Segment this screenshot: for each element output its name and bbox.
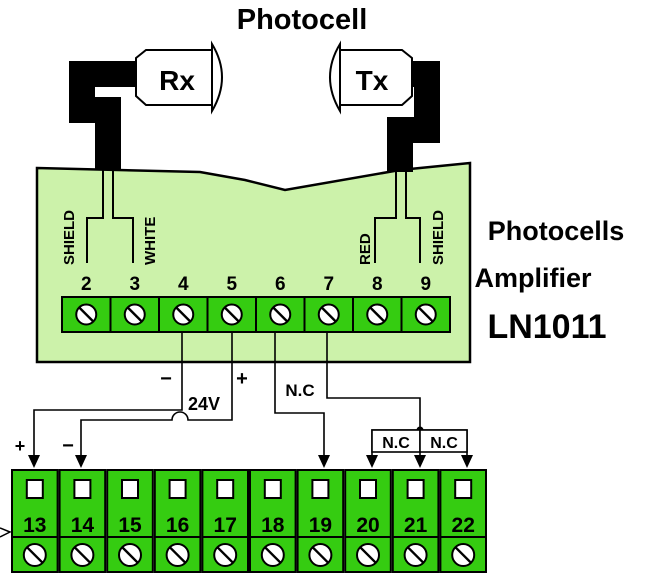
edge-mark	[0, 527, 12, 538]
screw-slot	[175, 306, 192, 323]
nc-left-label: N.C	[382, 435, 410, 452]
screw-slot	[311, 546, 329, 564]
panel-terminal-socket	[121, 479, 139, 499]
amp-terminal-number: 3	[129, 274, 140, 295]
control-panel-terminal-strip: 13 14 15 16 17 18 19 20 21 22	[11, 469, 487, 573]
panel-terminal-socket	[406, 479, 425, 499]
panel-terminal-number: 15	[118, 514, 142, 537]
amp-terminal-number: 8	[372, 274, 383, 295]
amplifier-model: LN1011	[487, 308, 606, 346]
power-minus-top: −	[160, 368, 172, 390]
panel-terminal-socket	[454, 479, 473, 499]
receiver-label: Rx	[159, 65, 195, 96]
screw-slot	[272, 306, 289, 323]
amp-terminal-number: 6	[275, 274, 286, 295]
amp-terminal-block	[158, 296, 209, 333]
wire-arrows	[28, 455, 473, 468]
nc-main-label: N.C	[285, 381, 314, 400]
power-plus-top: +	[236, 368, 248, 390]
screw-slot	[216, 546, 234, 564]
rx-shield-label: SHIELD	[61, 210, 78, 265]
panel-terminal-socket	[168, 479, 187, 499]
panel-terminal-socket	[263, 479, 282, 499]
receiver-eye: Rx	[135, 40, 223, 115]
rx-white-label: WHITE	[142, 217, 159, 265]
power-voltage: 24V	[188, 394, 220, 414]
panel-terminal-socket	[216, 479, 235, 499]
panel-terminal-number: 21	[404, 514, 428, 537]
screw-slot	[121, 546, 139, 564]
screw-slot	[73, 546, 91, 564]
panel-terminal-number: 22	[452, 514, 475, 537]
cable-conductors	[86, 170, 421, 263]
panel-terminal-number: 18	[261, 514, 285, 537]
rx-cable	[69, 61, 150, 170]
power-plus-bottom: +	[15, 436, 26, 456]
panel-terminal-number: 14	[71, 514, 95, 537]
amp-terminal-number: 2	[81, 274, 92, 295]
amp-terminal-number: 9	[420, 274, 431, 295]
screw-slot	[264, 546, 282, 564]
panel-terminal-socket	[311, 479, 330, 499]
screw-slot	[454, 546, 472, 564]
panel-terminal-socket	[359, 479, 377, 499]
screw-slot	[78, 306, 95, 323]
panel-terminal-number: 19	[309, 514, 332, 537]
amplifier-line1: Photocells	[488, 216, 625, 246]
screw-slot	[320, 306, 337, 323]
screw-slot	[407, 546, 425, 564]
power-minus-bottom: −	[62, 435, 74, 457]
screw-slot	[369, 306, 386, 323]
panel-terminal-number: 13	[23, 514, 46, 537]
transmitter-eye: Tx	[329, 40, 413, 115]
panel-terminal-number: 16	[166, 514, 189, 537]
amplifier-terminal-strip: 2 3 4 5 6 7 8 9	[61, 274, 451, 333]
panel-terminal-socket	[25, 479, 44, 499]
panel-terminal-socket	[73, 479, 92, 499]
nc-right-box	[419, 429, 468, 453]
panel-terminal-number: 20	[356, 514, 379, 537]
amp-terminal-number: 5	[226, 274, 237, 295]
transmitter-label: Tx	[356, 65, 389, 96]
screw-slot	[359, 546, 377, 564]
amplifier-line2: Amplifier	[474, 263, 592, 293]
screw-slot	[223, 306, 240, 323]
screw-slot	[126, 306, 143, 323]
amp-terminal-block	[352, 296, 403, 333]
amp-terminal-number: 4	[178, 274, 189, 295]
amp-terminal-number: 7	[323, 274, 334, 295]
amp-terminal-block	[109, 296, 160, 333]
screw-slot	[169, 546, 187, 564]
tx-red-label: RED	[357, 233, 374, 265]
tx-cable	[387, 61, 440, 172]
screw-slot	[417, 306, 434, 323]
tx-shield-label: SHIELD	[430, 210, 447, 265]
panel-terminal-number: 17	[214, 514, 237, 537]
nc-right-label: N.C	[430, 435, 458, 452]
diagram-title: Photocell	[237, 4, 368, 36]
screw-slot	[26, 546, 44, 564]
